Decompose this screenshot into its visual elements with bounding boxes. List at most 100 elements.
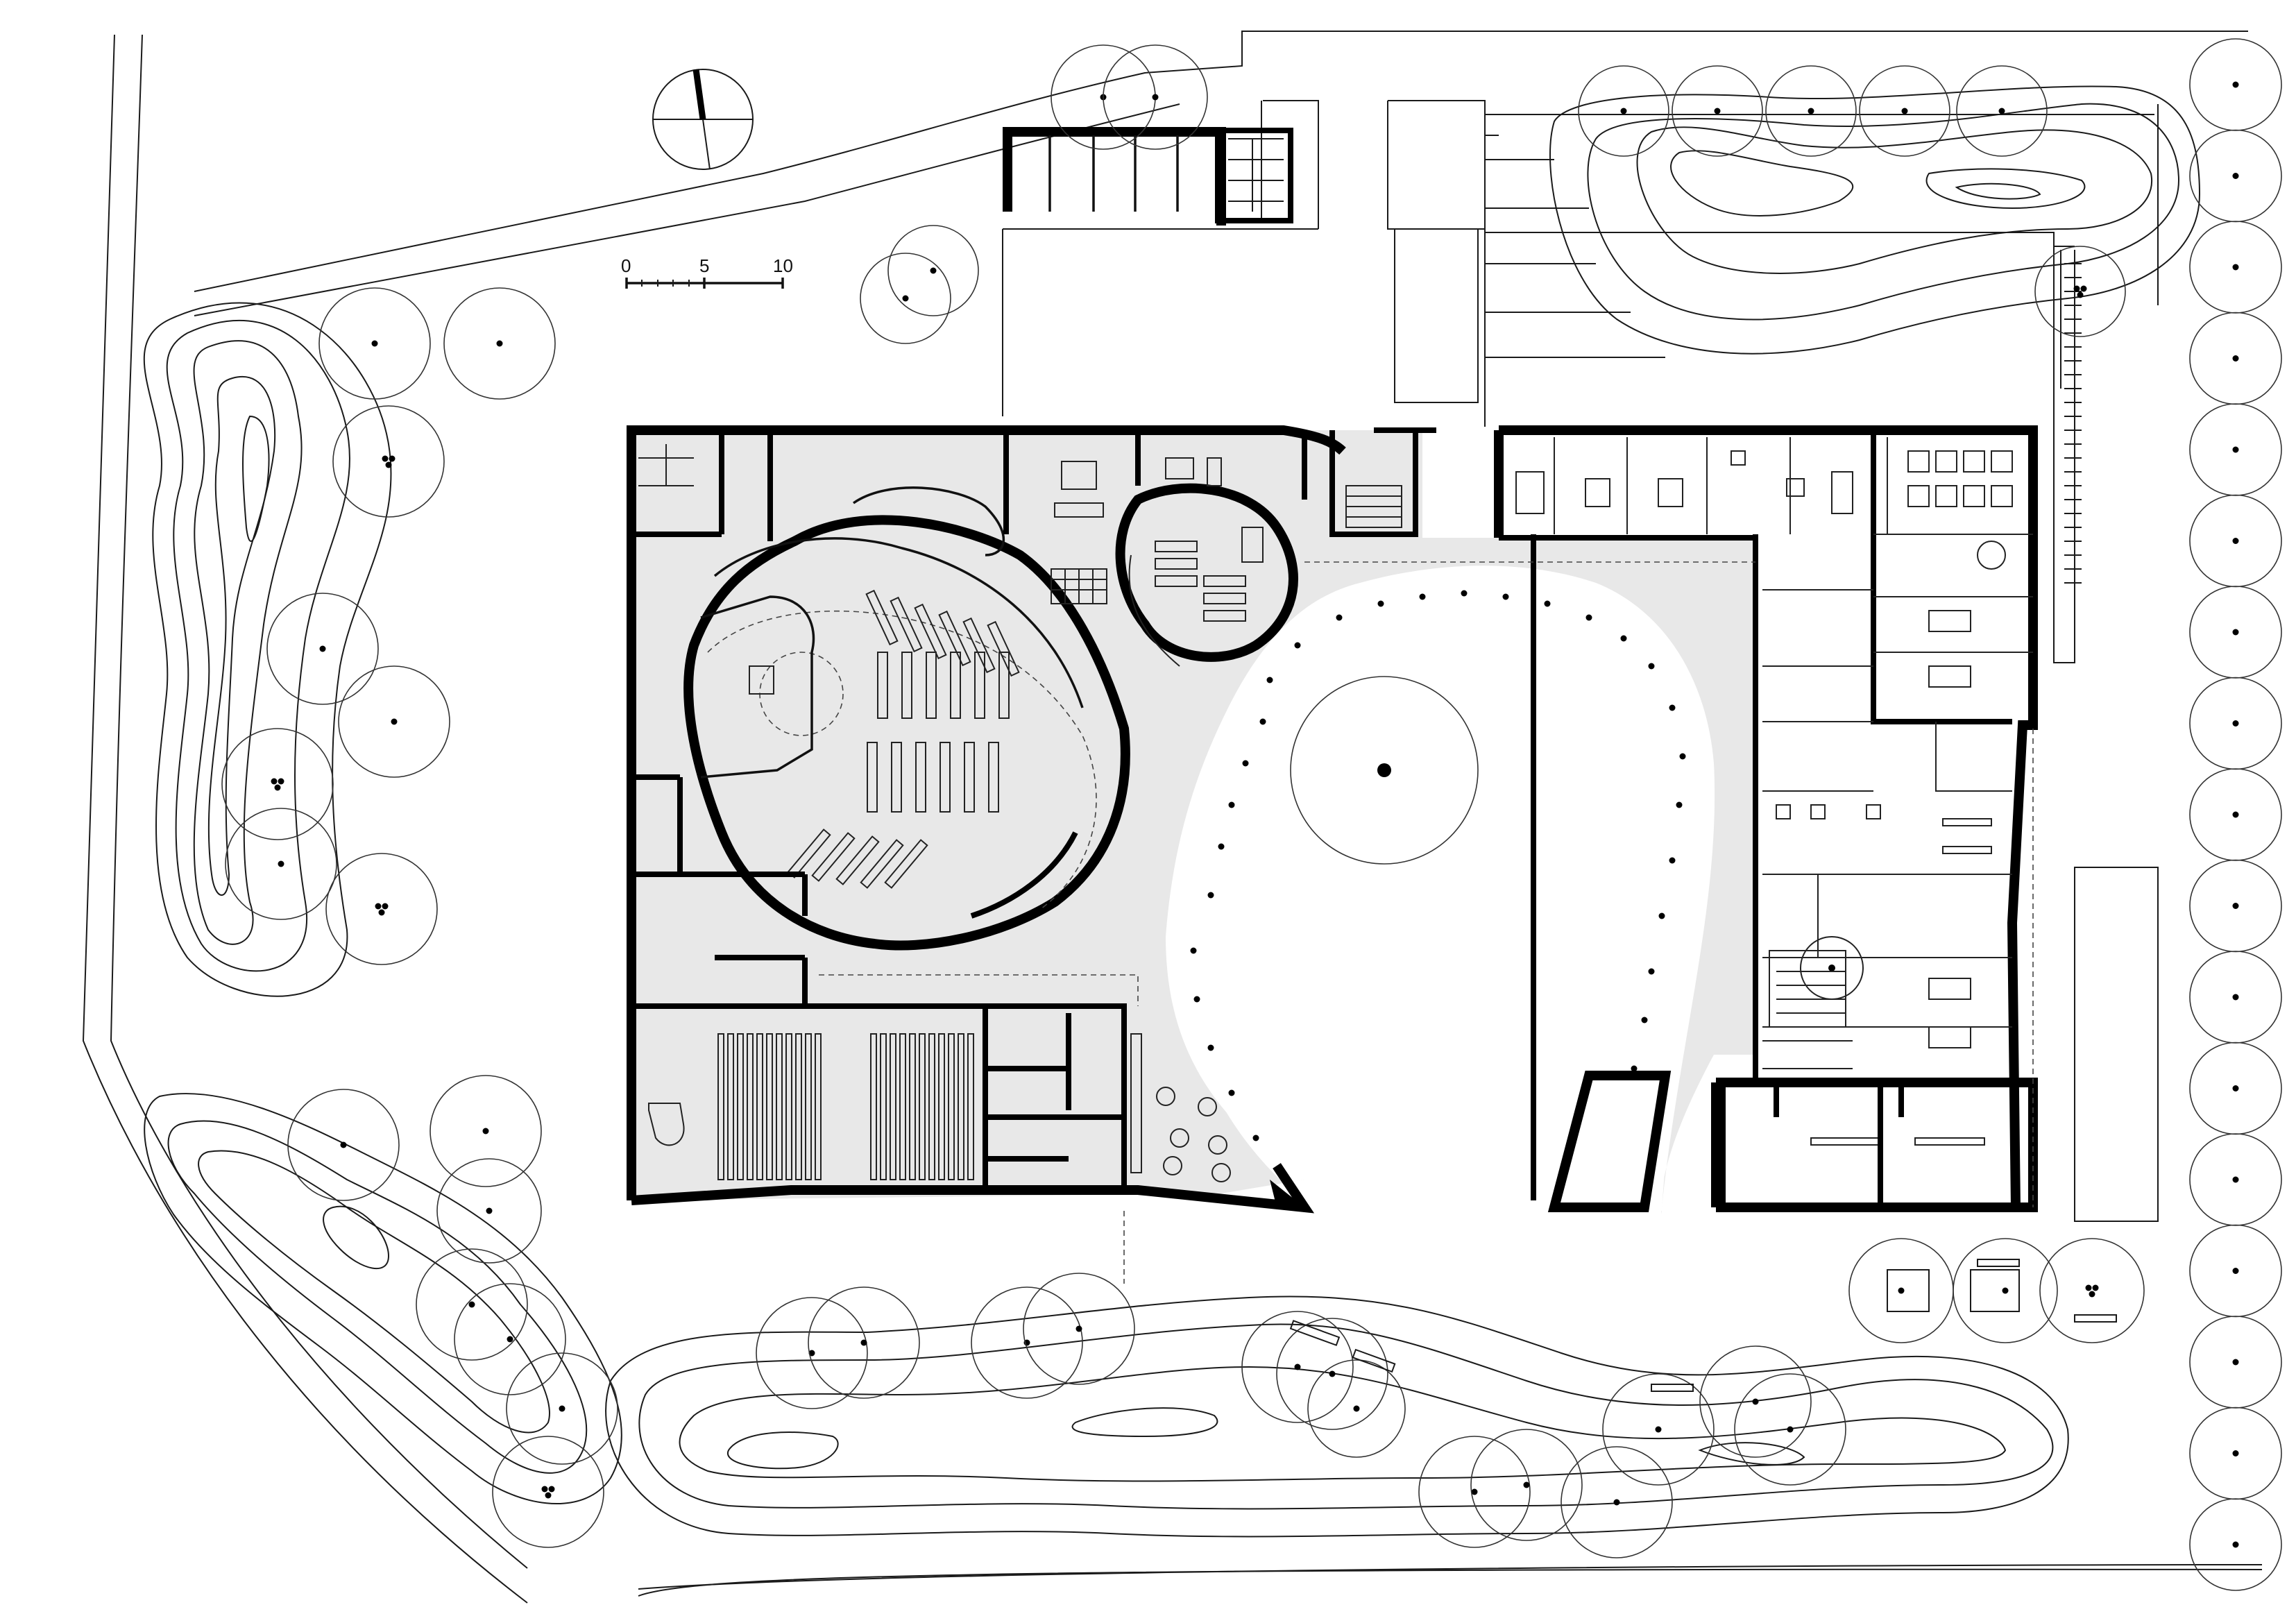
seat-row (795, 1033, 802, 1180)
seat-row (870, 1033, 877, 1180)
seat-row (914, 603, 947, 660)
seat-row (987, 620, 1020, 677)
tree-icon (1470, 1429, 1583, 1541)
tree-icon (2189, 768, 2282, 861)
seat-row (756, 1033, 763, 1180)
seat-row (877, 652, 888, 719)
tree-icon (756, 1297, 868, 1409)
tree-icon (1953, 1238, 2058, 1343)
facade-column (1648, 663, 1655, 670)
seat-row (926, 652, 937, 719)
seat-row (939, 742, 951, 813)
tree-icon (1307, 1359, 1406, 1458)
north-arrow-icon (652, 69, 754, 170)
seat-row (915, 742, 926, 813)
tree-icon (1848, 1238, 1954, 1343)
facade-column (1294, 642, 1301, 649)
seat-row (811, 832, 856, 882)
tree-icon (1418, 1436, 1531, 1548)
facade-column (1266, 677, 1273, 683)
seat-row (962, 617, 996, 674)
courtyard-tree (1290, 676, 1479, 865)
tree-icon (506, 1352, 618, 1465)
facade-column (1228, 801, 1235, 808)
facade-column (1190, 947, 1197, 954)
scale-bar-icon: 0 5 10 (621, 255, 793, 289)
tree-icon (1023, 1273, 1135, 1385)
tree-icon (325, 853, 438, 965)
facade-column (1419, 593, 1426, 600)
facade-column (1461, 590, 1468, 597)
seat-row (919, 1033, 926, 1180)
tree-icon (2189, 403, 2282, 496)
seat-row (967, 1033, 974, 1180)
facade-column (1631, 1065, 1638, 1072)
tree-icon (2189, 221, 2282, 314)
facade-column (1544, 600, 1551, 607)
seat-row (938, 1033, 945, 1180)
seat-row (938, 610, 971, 667)
seat-row (950, 652, 961, 719)
tree-icon (454, 1283, 566, 1395)
terrain-contours-west (143, 302, 622, 1504)
seat-row (747, 1033, 754, 1180)
seat-row (998, 652, 1010, 719)
tree-icon (2189, 677, 2282, 770)
tree-icon (2189, 1042, 2282, 1135)
facade-column (1502, 593, 1509, 600)
tree-icon (221, 728, 334, 840)
tree-icon (2189, 1407, 2282, 1500)
tree-icon (287, 1089, 400, 1201)
seat-row (964, 742, 975, 813)
tree-icon (1672, 65, 1763, 157)
tree-icon (266, 593, 379, 705)
seat-row (867, 742, 878, 813)
seat-row (988, 742, 999, 813)
facade-column (1648, 968, 1655, 975)
seat-row (815, 1033, 822, 1180)
seat-row (717, 1033, 724, 1180)
scale-tick-10: 10 (773, 255, 793, 276)
tree-icon (2039, 1238, 2145, 1343)
seat-row (805, 1033, 812, 1180)
facade-column (1228, 1089, 1235, 1096)
tree-icon (416, 1248, 528, 1361)
tree-icon (808, 1286, 920, 1399)
scale-tick-5: 5 (699, 255, 709, 276)
seat-row (835, 835, 880, 885)
tree-icon (2189, 494, 2282, 588)
pavilions-east (1289, 1259, 2117, 1392)
tree-icon (2189, 1316, 2282, 1409)
facade-column (1669, 704, 1676, 711)
seat-row (776, 1033, 783, 1180)
seat-row (860, 839, 904, 889)
tree-icon (1276, 1318, 1388, 1430)
facade-column (1218, 843, 1225, 850)
trees (221, 38, 2282, 1591)
tree-icon (860, 253, 951, 344)
building-footprint (627, 425, 2038, 1284)
facade-column (1669, 857, 1676, 864)
tree-icon (338, 665, 450, 778)
seat-row (727, 1033, 734, 1180)
tree-icon (318, 287, 431, 400)
tree-icon (887, 225, 979, 316)
facade-column (1207, 892, 1214, 899)
seat-row (948, 1033, 955, 1180)
garage-building (1003, 100, 1319, 229)
tree-icon (1765, 65, 1857, 157)
tree-icon (430, 1075, 542, 1187)
tree-icon (332, 405, 445, 518)
seat-row (737, 1033, 744, 1180)
terrain-contours-northeast (1485, 85, 2201, 584)
tree-icon (1602, 1373, 1715, 1486)
facade-column (1242, 760, 1249, 767)
scale-tick-0: 0 (621, 255, 631, 276)
tree-icon (492, 1436, 604, 1548)
tree-icon (1699, 1345, 1812, 1458)
tree-icon (1561, 1446, 1673, 1558)
seat-row (890, 596, 923, 653)
tree-icon (2034, 246, 2126, 337)
tree-icon (2189, 312, 2282, 405)
